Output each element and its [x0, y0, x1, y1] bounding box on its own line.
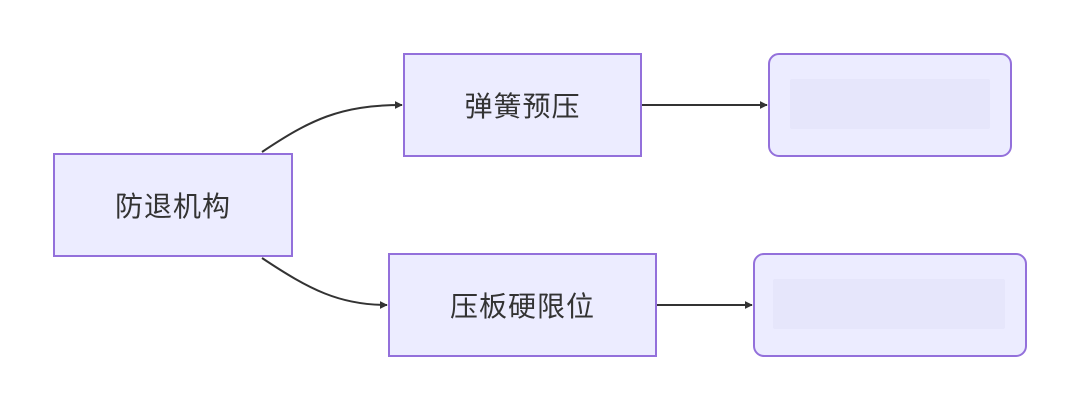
node-label: 防退机构	[114, 190, 231, 223]
node-anti-backoff-mechanism: 防退机构	[53, 153, 293, 257]
node-pressure-plate-hard-limit: 压板硬限位	[388, 253, 657, 357]
edge-root-to-spring	[261, 101, 403, 153]
node-label: 压板硬限位	[449, 290, 595, 323]
blank-label-area	[773, 279, 1005, 329]
edge-root-to-plate	[261, 257, 388, 309]
blank-label-area	[790, 79, 990, 129]
node-spring-preload: 弹簧预压	[403, 53, 642, 157]
node-label: 弹簧预压	[464, 90, 581, 123]
